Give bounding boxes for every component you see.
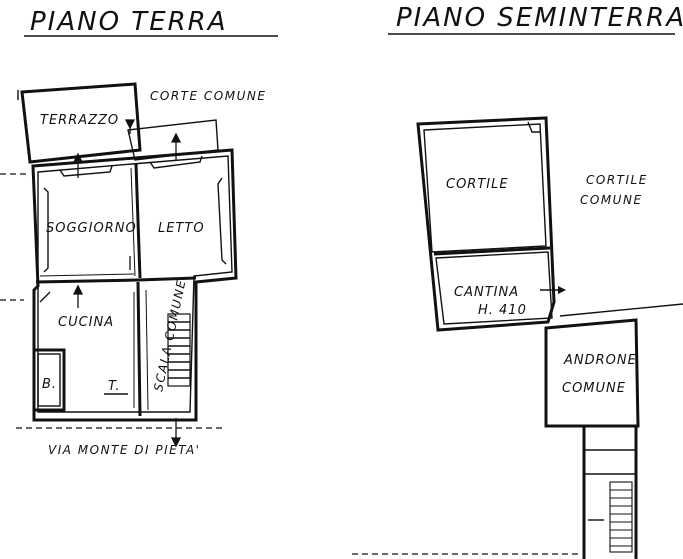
scala-comune-label: SCALA COMUNE bbox=[151, 278, 188, 393]
cantina-label: CANTINA bbox=[454, 285, 519, 300]
cortile-cantina-wall bbox=[433, 246, 551, 256]
basement-title: PIANO SEMINTERRATO bbox=[396, 3, 683, 33]
cortile-comune-label-1: CORTILE bbox=[586, 173, 648, 187]
letto-label: LETTO bbox=[158, 221, 205, 236]
ground-middle-wall-inner bbox=[39, 273, 135, 277]
ground-floor-inner-walls bbox=[37, 155, 233, 413]
soggiorno-label: SOGGIORNO bbox=[46, 221, 137, 236]
bagno-inner bbox=[37, 353, 61, 407]
soggiorno-window bbox=[59, 165, 113, 177]
bagno-label: B. bbox=[42, 377, 57, 392]
letto-window bbox=[149, 155, 203, 169]
cortile-inner bbox=[423, 123, 547, 253]
cucina-label: CUCINA bbox=[58, 315, 114, 330]
corte-comune-label: CORTE COMUNE bbox=[150, 89, 266, 103]
basement-stair-steps bbox=[609, 481, 633, 553]
androne-walls bbox=[544, 318, 640, 428]
cantina-walls bbox=[435, 251, 553, 325]
ground-floor-title: PIANO TERRA bbox=[30, 7, 228, 37]
ventilation-arrows bbox=[39, 119, 182, 448]
soggiorno-letto-wall-inner bbox=[130, 167, 136, 277]
androne-top-line bbox=[559, 303, 683, 317]
cantina-arrow-head bbox=[558, 286, 566, 294]
androne-label-2: COMUNE bbox=[562, 381, 626, 396]
soggiorno-side-recess bbox=[43, 187, 49, 273]
street-label: VIA MONTE DI PIETA' bbox=[48, 443, 200, 457]
stair-wall-inner bbox=[145, 289, 149, 411]
cortile-comune-label-2: COMUNE bbox=[580, 193, 643, 207]
cortile-recess bbox=[527, 121, 540, 133]
soggiorno-letto-wall bbox=[134, 163, 142, 279]
letto-side-recess bbox=[217, 177, 227, 265]
androne-label-1: ANDRONE bbox=[563, 353, 637, 368]
cortile-label: CORTILE bbox=[446, 177, 509, 192]
cucina-stair-wall bbox=[136, 281, 142, 417]
ground-floor-outer-walls bbox=[31, 148, 238, 422]
ground-middle-wall bbox=[35, 276, 197, 284]
terrazzo-walls bbox=[20, 82, 142, 164]
terrazzo-label: TERRAZZO bbox=[40, 113, 119, 128]
cantina-height-label: H. 410 bbox=[478, 303, 527, 318]
stair-steps bbox=[167, 313, 191, 387]
bagno-walls bbox=[32, 348, 66, 412]
toilet-label: T. bbox=[108, 379, 121, 394]
